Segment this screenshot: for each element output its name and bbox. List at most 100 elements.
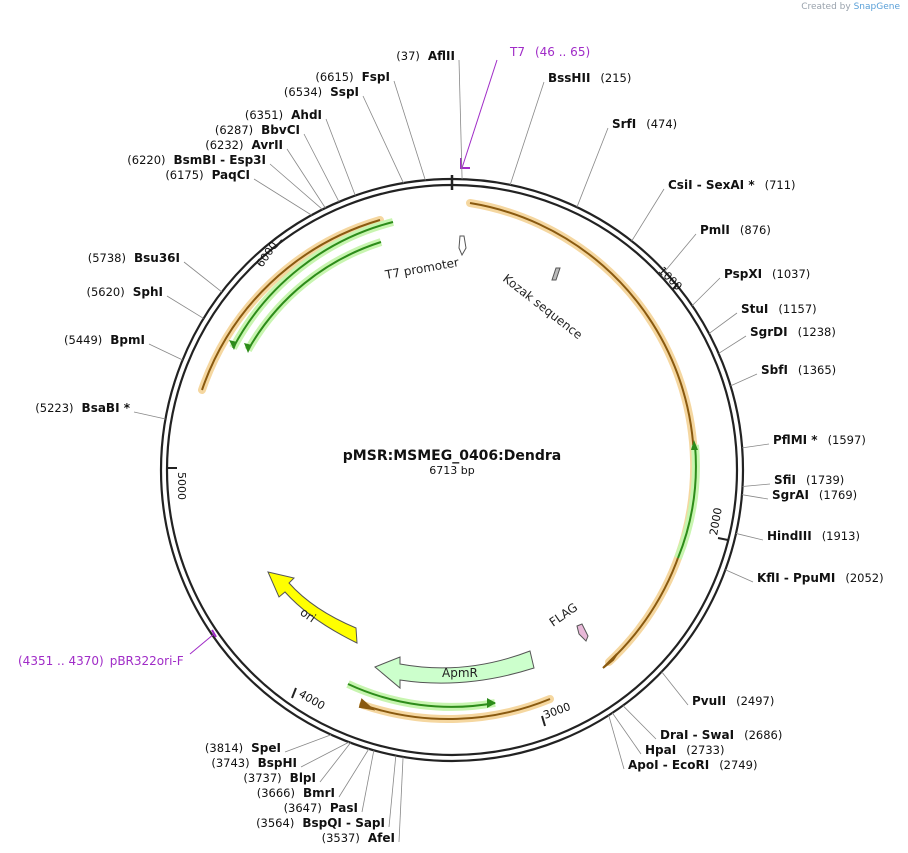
enzyme-label: (3537)AfeI [322, 831, 395, 845]
enzyme-leader-line [612, 712, 642, 755]
enzyme-leader-line [338, 748, 370, 798]
feature-apmr: ApmR [374, 650, 535, 690]
enzyme-position: (5620) [87, 285, 125, 299]
enzyme-name: AflII [428, 49, 455, 63]
enzyme-position: (3743) [211, 756, 249, 770]
enzyme-site: (37)AflII [396, 49, 463, 180]
enzyme-label: (6534)SspI [284, 85, 359, 99]
enzyme-name: KflI - PpuMI [757, 571, 835, 585]
enzyme-position: (1769) [819, 488, 857, 502]
primer-label-pbr322ori: (4351 .. 4370)pBR322ori-F [18, 654, 184, 668]
enzyme-position: (3737) [243, 771, 281, 785]
enzyme-site: BssHII(215) [509, 71, 631, 185]
enzyme-leader-line [730, 373, 758, 387]
enzyme-label: DraI - SwaI(2686) [660, 728, 782, 742]
enzyme-leader-line [725, 569, 754, 583]
enzyme-site: HpaI(2733) [612, 712, 724, 757]
enzyme-leader-line [741, 494, 769, 500]
enzyme-leader-line [300, 741, 350, 768]
enzyme-label: (37)AflII [396, 49, 455, 63]
enzyme-label: (3737) BlpI [243, 771, 316, 785]
feature-label-flag: FLAG [547, 600, 581, 629]
primer-name-t7: T7 [509, 45, 525, 59]
enzyme-leader-line [735, 533, 764, 541]
enzyme-site: (6287) BbvCI [215, 123, 340, 203]
primer-pbr322ori: (4351 .. 4370)pBR322ori-F [18, 629, 217, 668]
enzyme-site: DraI - SwaI(2686) [622, 705, 782, 742]
enzyme-position: (2052) [845, 571, 883, 585]
enzyme-name: SphI [133, 285, 163, 299]
enzyme-site: (3537)AfeI [322, 756, 404, 845]
snapgene-credit: Created by SnapGene [801, 2, 900, 12]
enzyme-position: (1238) [798, 325, 836, 339]
enzyme-label: (3666)BmrI [257, 786, 335, 800]
enzyme-position: (876) [740, 223, 771, 237]
primer-name-pbr322ori: pBR322ori-F [110, 654, 184, 668]
enzyme-label: (6175)PaqCI [165, 168, 250, 182]
enzyme-site: (6232)AvrII [205, 138, 326, 209]
enzyme-position: (5223) [35, 401, 73, 415]
plasmid-length: 6713 bp [429, 464, 474, 477]
primer-t7: T7(46 .. 65) [460, 45, 590, 169]
enzyme-position: (6220) [127, 153, 165, 167]
enzyme-leader-line [622, 705, 657, 740]
enzyme-site: (6175)PaqCI [165, 168, 312, 216]
enzyme-site: (5620) SphI [87, 285, 204, 319]
enzyme-label: (3564)BspQI - SapI [256, 816, 385, 830]
enzyme-name: BbvCI [261, 123, 300, 137]
enzyme-label: (5449)BpmI [64, 333, 145, 347]
enzyme-label: (6232)AvrII [205, 138, 283, 152]
enzyme-name: SgrDI [750, 325, 788, 339]
enzyme-leader-line [325, 118, 356, 196]
enzyme-name: AvrII [251, 138, 283, 152]
enzyme-name: BlpI [290, 771, 316, 785]
tick-label-5000: 5000 [175, 472, 188, 500]
enzyme-leader-line [388, 755, 397, 828]
enzyme-leader-line [398, 756, 404, 843]
backbone [159, 175, 745, 763]
enzyme-site: (6351)AhdI [245, 108, 356, 196]
enzyme-name: SrfI [612, 117, 636, 131]
tick-label-2000: 2000 [707, 507, 725, 537]
enzyme-site: (5223)BsaBI * [35, 401, 166, 420]
enzyme-site: PmlI(876) [664, 223, 771, 272]
enzyme-leader-line [319, 742, 351, 783]
enzyme-site: (3647)PasI [284, 750, 375, 815]
enzyme-name: Bsu36I [134, 251, 180, 265]
enzyme-leader-line [303, 133, 340, 203]
enzyme-label: (3743)BspHI [211, 756, 297, 770]
enzyme-name: PspXI [724, 267, 762, 281]
enzyme-leader-line [284, 734, 332, 753]
enzyme-site: StuI(1157) [708, 302, 817, 334]
enzyme-site: (3737) BlpI [243, 742, 351, 785]
enzyme-name: PasI [330, 801, 358, 815]
enzyme-label: (6287) BbvCI [215, 123, 300, 137]
enzyme-site: PspXI(1037) [691, 267, 810, 306]
enzyme-leader-line [286, 148, 326, 209]
enzyme-site: SrfI(474) [576, 117, 677, 208]
enzyme-leader-line [661, 671, 689, 706]
enzyme-position: (6287) [215, 123, 253, 137]
enzyme-label: CsiI - SexAI *(711) [668, 178, 796, 192]
enzyme-leader-line [691, 277, 721, 306]
enzyme-label: (6615)FspI [315, 70, 390, 84]
enzyme-label: StuI(1157) [741, 302, 817, 316]
enzyme-position: (6615) [315, 70, 353, 84]
enzyme-name: PvuII [692, 694, 726, 708]
enzyme-site: (6615)FspI [315, 70, 426, 181]
enzyme-leader-line [393, 80, 426, 181]
credit-prefix: Created by [801, 2, 851, 12]
enzyme-leader-line [608, 715, 625, 770]
orf-arcs [198, 199, 699, 724]
enzyme-site: SgrDI (1238) [718, 325, 836, 354]
enzyme-site: SgrAI(1769) [741, 488, 857, 502]
enzyme-position: (1157) [778, 302, 816, 316]
enzyme-label: PflMI *(1597) [773, 433, 866, 447]
enzyme-name: BssHII [548, 71, 590, 85]
enzyme-label: PspXI(1037) [724, 267, 810, 281]
enzyme-label: SrfI(474) [612, 117, 677, 131]
enzyme-site: ApoI - EcoRI(2749) [608, 715, 757, 772]
enzyme-name: BspQI - SapI [302, 816, 385, 830]
enzyme-leader-line [183, 261, 223, 293]
enzyme-name: SfiI [774, 473, 796, 487]
